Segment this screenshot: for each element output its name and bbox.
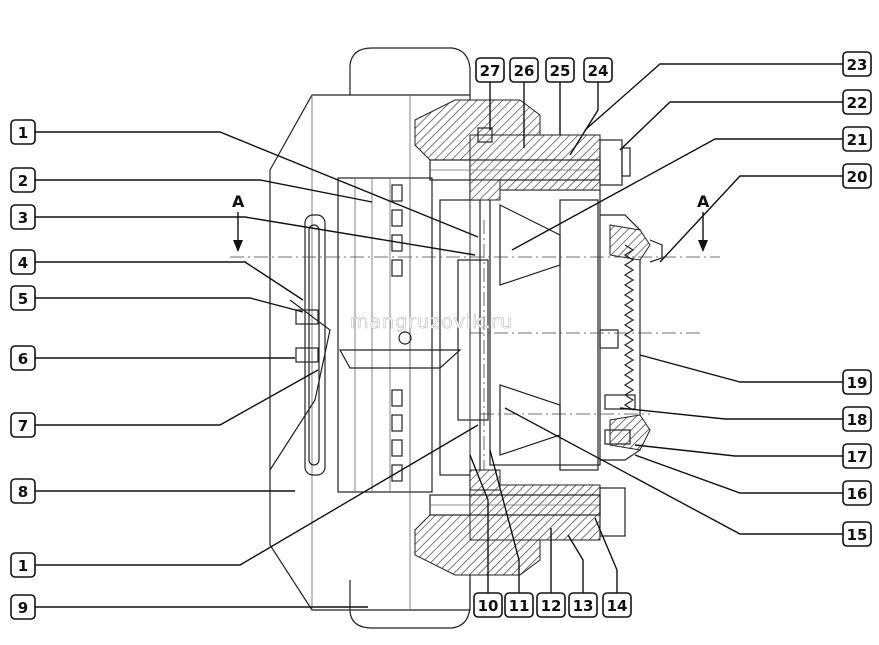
svg-text:23: 23 — [847, 56, 868, 74]
svg-text:1: 1 — [18, 124, 28, 142]
svg-text:26: 26 — [514, 62, 535, 80]
svg-text:A: A — [232, 192, 245, 211]
svg-text:27: 27 — [480, 62, 501, 80]
svg-text:14: 14 — [607, 597, 628, 615]
callout-12: 12 — [536, 592, 566, 618]
callout-20: 20 — [842, 163, 872, 189]
callout-16: 16 — [842, 480, 872, 506]
callout-9: 9 — [10, 594, 36, 620]
svg-text:24: 24 — [588, 62, 609, 80]
watermark: mangruzovik.ru — [350, 311, 513, 333]
callout-15: 15 — [842, 521, 872, 547]
callout-1-top: 1 — [10, 119, 36, 145]
svg-text:10: 10 — [478, 597, 499, 615]
callout-24: 24 — [583, 57, 613, 83]
svg-text:20: 20 — [847, 168, 868, 186]
svg-text:21: 21 — [847, 131, 868, 149]
callout-3: 3 — [10, 204, 36, 230]
callout-27: 27 — [475, 57, 505, 83]
svg-text:9: 9 — [18, 599, 28, 617]
spring-stack — [623, 244, 635, 411]
callout-22: 22 — [842, 89, 872, 115]
callouts-top: 27 26 25 24 — [475, 57, 613, 83]
callout-23: 23 — [842, 51, 872, 77]
release-mechanism — [599, 214, 663, 461]
callout-26: 26 — [509, 57, 539, 83]
svg-text:25: 25 — [550, 62, 571, 80]
svg-text:11: 11 — [509, 597, 530, 615]
callout-13: 13 — [568, 592, 598, 618]
svg-text:7: 7 — [18, 417, 28, 435]
svg-text:2: 2 — [18, 172, 28, 190]
callout-7: 7 — [10, 412, 36, 438]
callout-5: 5 — [10, 285, 36, 311]
callout-4: 4 — [10, 249, 36, 275]
callouts-bottom: 10 11 12 13 14 — [473, 592, 632, 618]
svg-text:22: 22 — [847, 94, 868, 112]
svg-text:4: 4 — [18, 254, 28, 272]
callout-10: 10 — [473, 592, 503, 618]
callout-6: 6 — [10, 345, 36, 371]
svg-text:5: 5 — [18, 290, 28, 308]
leader-lines — [35, 63, 843, 608]
svg-text:18: 18 — [847, 411, 868, 429]
section-mark-left: A — [232, 192, 245, 252]
callout-11: 11 — [504, 592, 534, 618]
callouts-right: 23 22 21 20 19 18 17 16 15 — [842, 51, 872, 547]
centre-lines — [230, 220, 720, 470]
svg-text:17: 17 — [847, 448, 868, 466]
svg-text:8: 8 — [18, 483, 28, 501]
svg-text:12: 12 — [541, 597, 562, 615]
callout-18: 18 — [842, 406, 872, 432]
callout-1-bottom: 1 — [10, 552, 36, 578]
callout-2: 2 — [10, 167, 36, 193]
svg-text:16: 16 — [847, 485, 868, 503]
svg-text:19: 19 — [847, 374, 868, 392]
section-mark-right: A — [697, 192, 710, 252]
svg-text:3: 3 — [18, 209, 28, 227]
callout-21: 21 — [842, 126, 872, 152]
svg-text:6: 6 — [18, 350, 28, 368]
svg-text:1: 1 — [18, 557, 28, 575]
lower-pin-assembly — [414, 469, 626, 576]
upper-pin-assembly — [414, 99, 631, 201]
svg-text:A: A — [697, 192, 710, 211]
svg-text:13: 13 — [573, 597, 594, 615]
callouts-left: 1 2 3 4 5 6 7 8 1 9 — [10, 119, 36, 620]
callout-8: 8 — [10, 478, 36, 504]
friction-disc-pack — [295, 177, 462, 493]
callout-19: 19 — [842, 369, 872, 395]
callout-17: 17 — [842, 443, 872, 469]
svg-text:15: 15 — [847, 526, 868, 544]
callout-14: 14 — [602, 592, 632, 618]
callout-25: 25 — [545, 57, 575, 83]
